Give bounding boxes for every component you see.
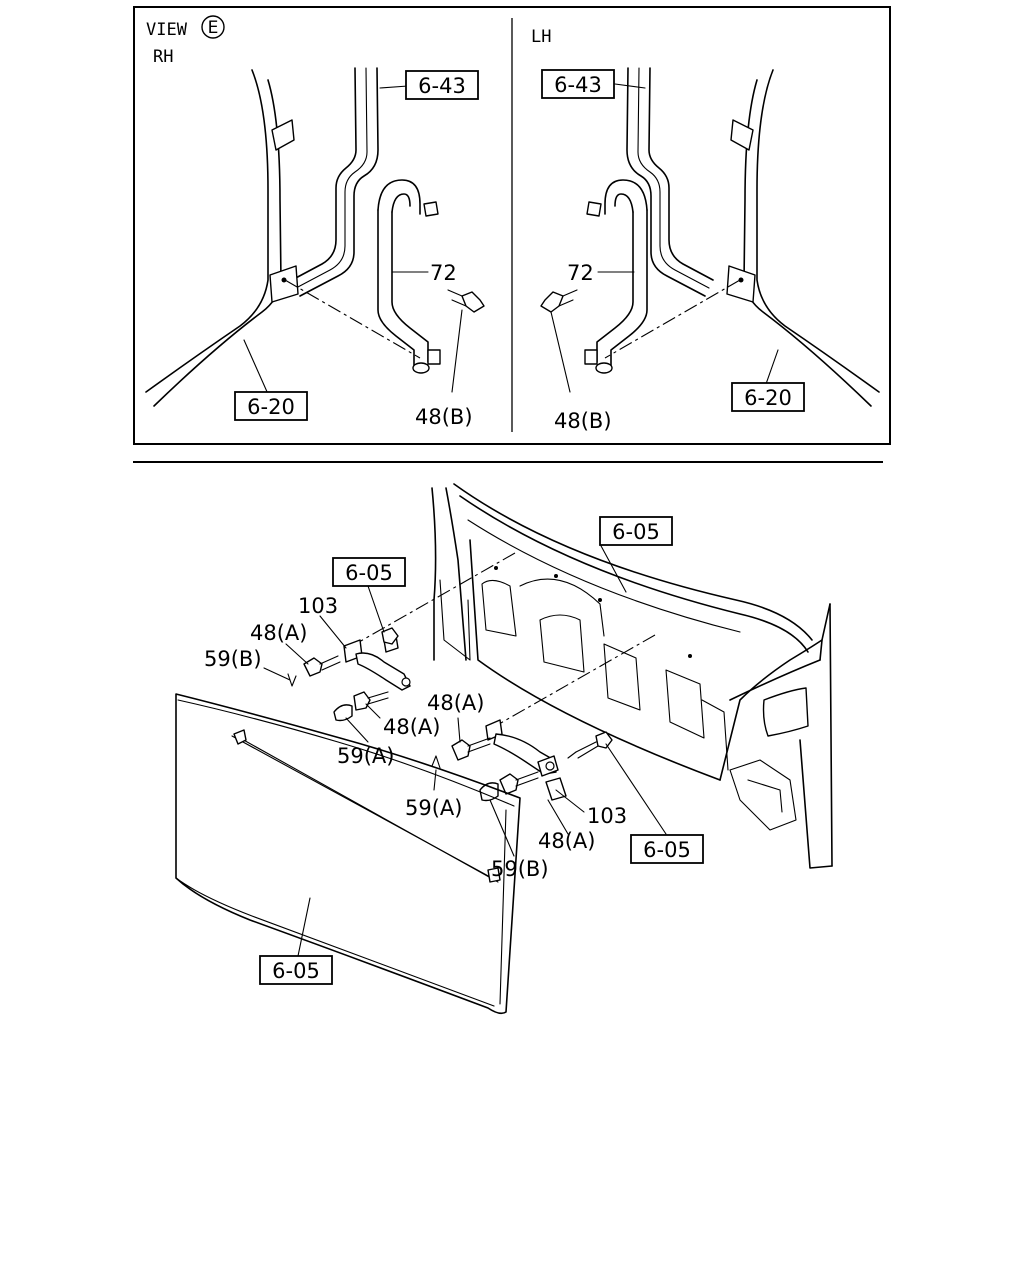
front-panel-assembly: [175, 483, 833, 1015]
main-6-05-upper-left-box: [332, 557, 406, 587]
main-48a-mid-left-label: 48(A): [383, 715, 440, 739]
main-103-lower-label: 103: [587, 804, 627, 828]
rh-6-43-box: [405, 70, 479, 100]
main-59b-upper-label: 59(B): [204, 647, 262, 671]
rh-6-43-label: 6-43: [418, 74, 466, 98]
main-6-05-top-box: [599, 516, 673, 546]
rh-48b-label: 48(B): [415, 405, 473, 429]
main-6-05-right-box: [630, 834, 704, 864]
main-48a-upper-label: 48(A): [250, 621, 307, 645]
main-leaders: [263, 543, 667, 957]
main-6-05-top-label: 6-05: [612, 520, 660, 544]
lh-view: 6-43 72 6-20 48(B): [540, 67, 880, 433]
lh-72-label: 72: [567, 261, 594, 285]
main-48a-mid-label: 48(A): [427, 691, 484, 715]
lh-label: LH: [531, 27, 551, 47]
rh-label: RH: [153, 47, 173, 67]
main-callouts: 6-05 6-05 103 48(A) 59(B) 48(A) 59(A) 48…: [204, 516, 704, 985]
main-59b-lower-label: 59(B): [491, 857, 549, 881]
rh-view: 6-43 72 6-20 48(B): [145, 67, 485, 429]
main-6-05-bottom-label: 6-05: [272, 959, 320, 983]
rh-6-20-box: [234, 391, 308, 421]
main-6-05-bottom-box: [259, 955, 333, 985]
main-59a-lower-label: 59(A): [405, 796, 462, 820]
view-letter-circle: [201, 15, 225, 39]
view-e-panel: VIEW E RH LH: [133, 6, 891, 445]
lh-6-20-label: 6-20: [744, 386, 792, 410]
lh-6-20-box: [731, 382, 805, 412]
main-6-05-right-label: 6-05: [643, 838, 691, 862]
main-59a-upper-label: 59(A): [337, 744, 394, 768]
main-6-05-upper-left-label: 6-05: [345, 561, 393, 585]
main-48a-lower-label: 48(A): [538, 829, 595, 853]
view-label: VIEW: [146, 20, 188, 40]
lh-6-43-label: 6-43: [554, 73, 602, 97]
rh-6-20-label: 6-20: [247, 395, 295, 419]
rh-72-label: 72: [430, 261, 457, 285]
lh-48b-label: 48(B): [554, 409, 612, 433]
main-103-upper-label: 103: [298, 594, 338, 618]
lh-6-43-box: [541, 69, 615, 99]
view-letter: E: [208, 18, 219, 38]
